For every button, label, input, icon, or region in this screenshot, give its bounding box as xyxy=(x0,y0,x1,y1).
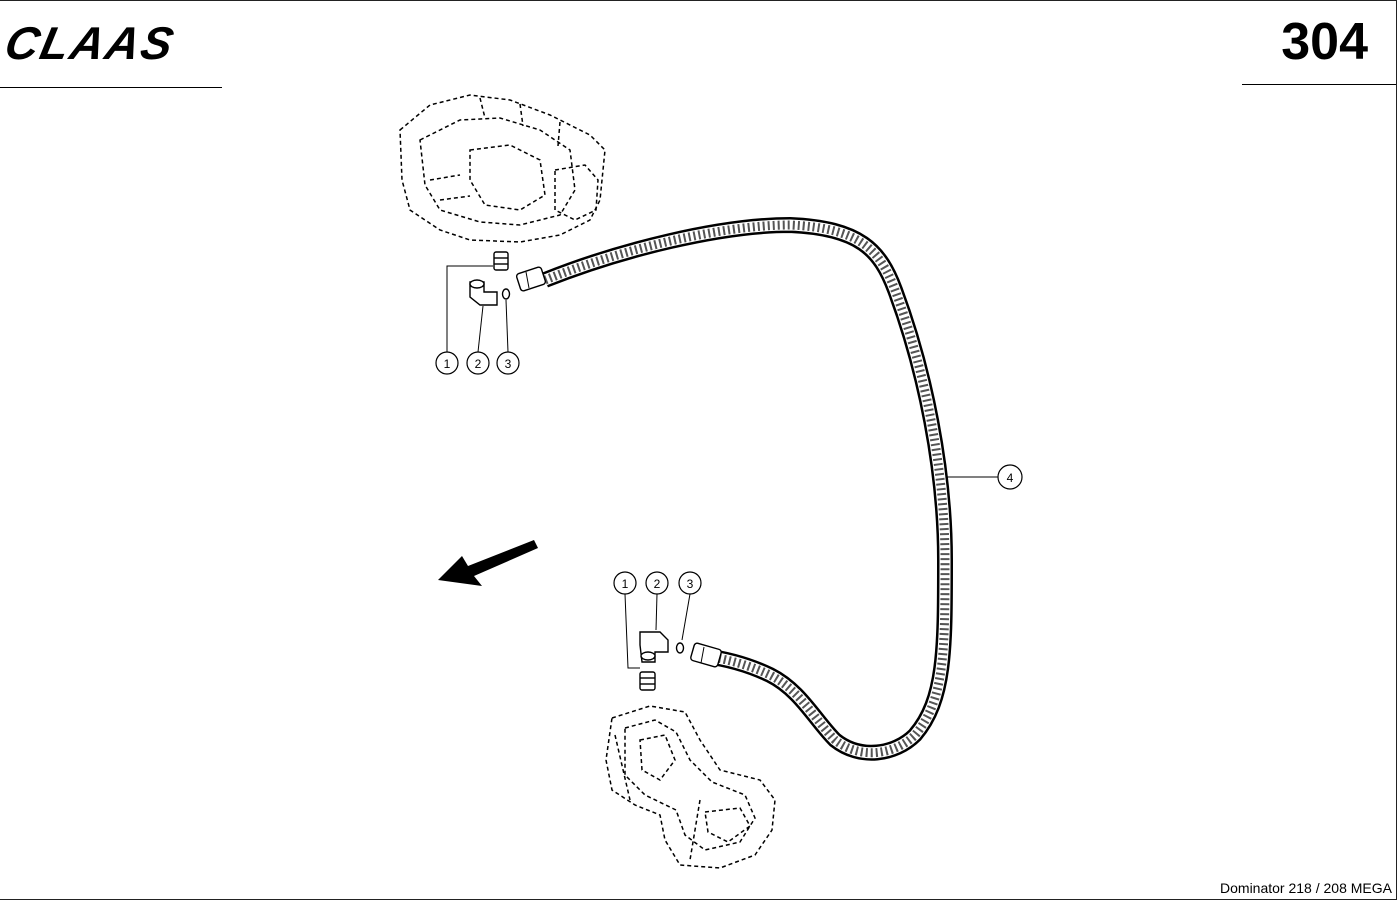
callout-top-3: 3 xyxy=(496,351,520,375)
callout-hose-4: 4 xyxy=(997,464,1023,490)
svg-text:2: 2 xyxy=(654,577,661,591)
top-oring-3 xyxy=(501,288,511,300)
bottom-leader-lines xyxy=(624,593,691,669)
svg-text:1: 1 xyxy=(622,577,629,591)
hydraulic-hose-4 xyxy=(515,216,998,761)
callout-bottom-2: 2 xyxy=(645,571,669,595)
bottom-fittings xyxy=(639,631,685,691)
svg-text:2: 2 xyxy=(475,357,482,371)
svg-text:3: 3 xyxy=(505,357,512,371)
bottom-adapter-1 xyxy=(639,671,656,691)
callout-bottom-3: 3 xyxy=(678,571,702,595)
svg-text:3: 3 xyxy=(687,577,694,591)
svg-text:4: 4 xyxy=(1007,471,1014,485)
svg-text:1: 1 xyxy=(444,357,451,371)
model-label: Dominator 218 / 208 MEGA xyxy=(1220,880,1392,896)
callout-top-2: 2 xyxy=(466,351,490,375)
page-number-underline xyxy=(1242,84,1396,85)
callout-bottom-1: 1 xyxy=(613,571,637,595)
bottom-oring-3 xyxy=(675,642,685,654)
top-adapter-1 xyxy=(493,251,509,271)
bottom-component-outline xyxy=(605,705,776,869)
top-leader-lines xyxy=(446,265,509,353)
top-component-outline xyxy=(399,94,606,243)
top-fittings xyxy=(469,251,511,306)
arrow-direction-icon xyxy=(438,540,538,586)
logo-underline xyxy=(0,87,222,88)
callout-top-1: 1 xyxy=(435,351,459,375)
page-number: 304 xyxy=(1281,13,1368,71)
